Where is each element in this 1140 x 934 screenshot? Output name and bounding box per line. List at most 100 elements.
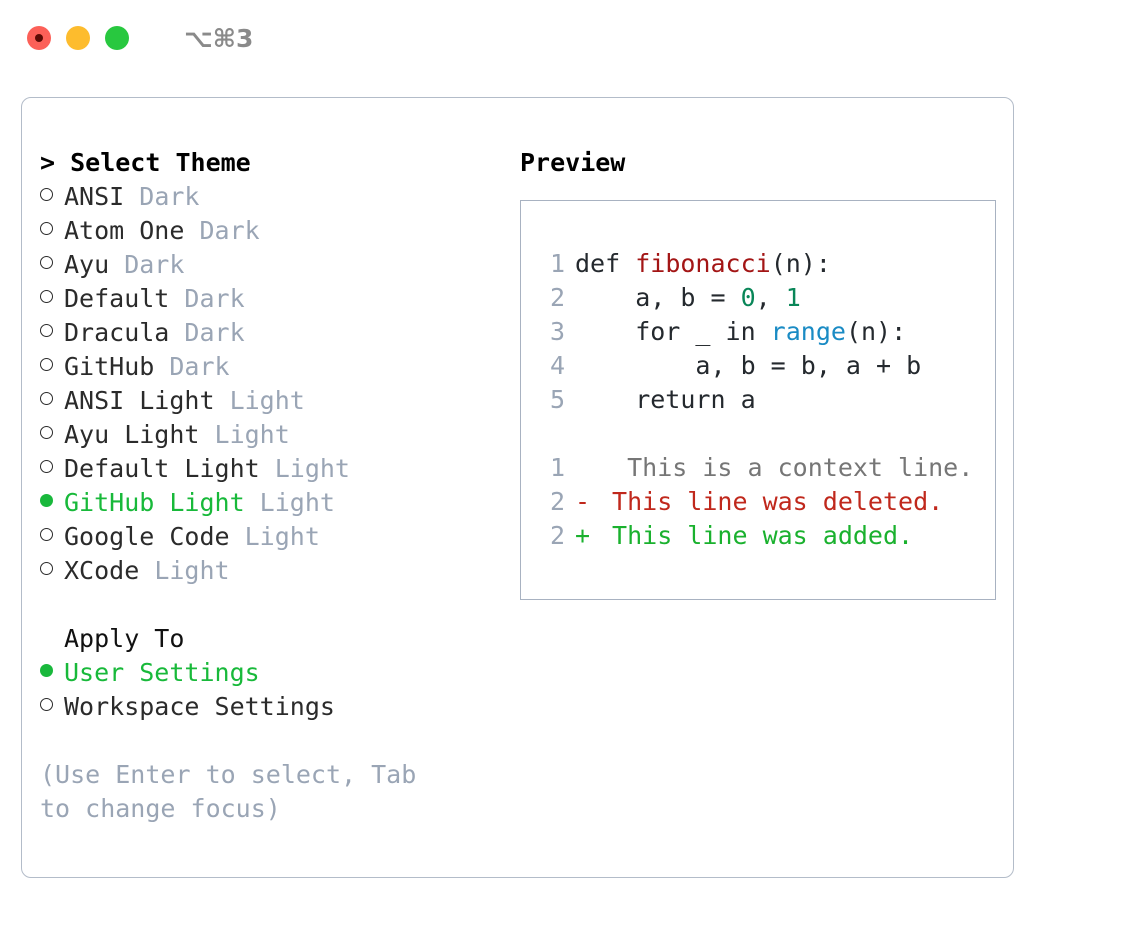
diff-line: 1 This is a context line. bbox=[539, 451, 995, 485]
item-variant-label: Dark bbox=[184, 216, 260, 245]
code-token: fibonacci bbox=[635, 249, 771, 278]
line-number: 4 bbox=[549, 351, 565, 380]
item-label: ANSI Light bbox=[64, 386, 215, 415]
item-label: Default Light bbox=[64, 454, 260, 483]
keyboard-shortcut-label: ⌥⌘3 bbox=[184, 23, 254, 53]
diff-marker bbox=[575, 451, 597, 485]
item-label: Default bbox=[64, 284, 170, 313]
radio-unselected-icon bbox=[40, 384, 64, 418]
code-text: a, b = b, a + b bbox=[575, 349, 921, 383]
theme-list-item[interactable]: Default Dark bbox=[40, 282, 500, 316]
item-label: Ayu Light bbox=[64, 420, 200, 449]
code-token: (n): bbox=[845, 317, 907, 346]
select-theme-header: > Select Theme bbox=[40, 148, 251, 177]
theme-list-item[interactable]: Default Light Light bbox=[40, 452, 500, 486]
theme-list-item[interactable]: ANSI Dark bbox=[40, 180, 500, 214]
diff-text: This line was added. bbox=[597, 521, 914, 550]
radio-unselected-icon bbox=[40, 316, 64, 350]
apply-to-item[interactable]: User Settings bbox=[40, 656, 500, 690]
keyboard-hint: (Use Enter to select, Tab to change focu… bbox=[40, 760, 432, 823]
code-token: for _ in bbox=[575, 317, 771, 346]
diff-marker: + bbox=[575, 521, 591, 550]
minimize-button[interactable] bbox=[66, 26, 90, 50]
item-label: Atom One bbox=[64, 216, 185, 245]
code-line: 4 a, b = b, a + b bbox=[539, 349, 995, 383]
code-text: for _ in range(n): bbox=[575, 315, 906, 349]
item-variant-label: Dark bbox=[109, 250, 185, 279]
code-token: 0 bbox=[740, 283, 756, 312]
code-line: 2 a, b = 0, 1 bbox=[539, 281, 995, 315]
item-label: GitHub bbox=[64, 352, 155, 381]
code-token: range bbox=[770, 317, 846, 346]
theme-list-item[interactable]: ANSI Light Light bbox=[40, 384, 500, 418]
item-label: ANSI bbox=[64, 182, 125, 211]
line-number: 1 bbox=[549, 249, 565, 278]
line-number: 2 bbox=[549, 521, 565, 550]
code-token: a, b = bbox=[575, 283, 741, 312]
theme-list-item[interactable]: Ayu Light Light bbox=[40, 418, 500, 452]
item-variant-label: Dark bbox=[169, 284, 245, 313]
code-line: 1 def fibonacci(n): bbox=[539, 247, 995, 281]
code-token: return a bbox=[575, 385, 756, 414]
radio-unselected-icon bbox=[40, 214, 64, 248]
item-label: GitHub Light bbox=[64, 488, 245, 517]
theme-list-item[interactable]: Google Code Light bbox=[40, 520, 500, 554]
theme-list-item[interactable]: Dracula Dark bbox=[40, 316, 500, 350]
item-variant-label: Light bbox=[244, 488, 335, 517]
item-variant-label: Light bbox=[259, 454, 350, 483]
maximize-button[interactable] bbox=[105, 26, 129, 50]
radio-selected-icon bbox=[40, 656, 64, 690]
code-text: def fibonacci(n): bbox=[575, 247, 831, 281]
radio-unselected-icon bbox=[40, 248, 64, 282]
apply-to-header: Apply To bbox=[64, 624, 185, 653]
radio-unselected-icon bbox=[40, 520, 64, 554]
item-label: XCode bbox=[64, 556, 140, 585]
radio-unselected-icon bbox=[40, 418, 64, 452]
code-token: def bbox=[575, 249, 636, 278]
title-bar: ⌥⌘3 bbox=[0, 0, 1140, 76]
item-variant-label: Dark bbox=[124, 182, 200, 211]
radio-unselected-icon bbox=[40, 282, 64, 316]
apply-to-item[interactable]: Workspace Settings bbox=[40, 690, 500, 724]
theme-list-item[interactable]: Atom One Dark bbox=[40, 214, 500, 248]
code-token: 1 bbox=[785, 283, 801, 312]
code-line: 5 return a bbox=[539, 383, 995, 417]
preview-header: Preview bbox=[520, 148, 626, 177]
code-token: , bbox=[755, 283, 786, 312]
item-variant-label: Light bbox=[199, 420, 290, 449]
diff-line: 2- This line was deleted. bbox=[539, 485, 995, 519]
item-label: Google Code bbox=[64, 522, 230, 551]
theme-list-item[interactable]: Ayu Dark bbox=[40, 248, 500, 282]
code-token: a, b = b, a + b bbox=[575, 351, 922, 380]
diff-text: This line was deleted. bbox=[597, 487, 944, 516]
item-label: User Settings bbox=[64, 658, 260, 687]
line-number: 1 bbox=[549, 453, 565, 482]
radio-unselected-icon bbox=[40, 452, 64, 486]
radio-selected-icon bbox=[40, 486, 64, 520]
code-line: 3 for _ in range(n): bbox=[539, 315, 995, 349]
radio-unselected-icon bbox=[40, 350, 64, 384]
line-number: 3 bbox=[549, 317, 565, 346]
theme-list-item[interactable]: GitHub Light Light bbox=[40, 486, 500, 520]
diff-marker: - bbox=[575, 487, 591, 516]
code-text: return a bbox=[575, 383, 756, 417]
item-label: Ayu bbox=[64, 250, 110, 279]
diff-sample: 1 This is a context line.2- This line wa… bbox=[539, 451, 995, 553]
line-number: 2 bbox=[549, 487, 565, 516]
theme-list-item[interactable]: XCode Light bbox=[40, 554, 500, 588]
diff-text: This is a context line. bbox=[597, 453, 974, 482]
diff-line: 2 + This line was added. bbox=[539, 519, 995, 553]
theme-list-item[interactable]: GitHub Dark bbox=[40, 350, 500, 384]
item-variant-label: Dark bbox=[154, 352, 230, 381]
item-variant-label: Light bbox=[214, 386, 305, 415]
close-button[interactable] bbox=[27, 26, 51, 50]
radio-unselected-icon bbox=[40, 180, 64, 214]
code-text: a, b = 0, 1 bbox=[575, 281, 801, 315]
